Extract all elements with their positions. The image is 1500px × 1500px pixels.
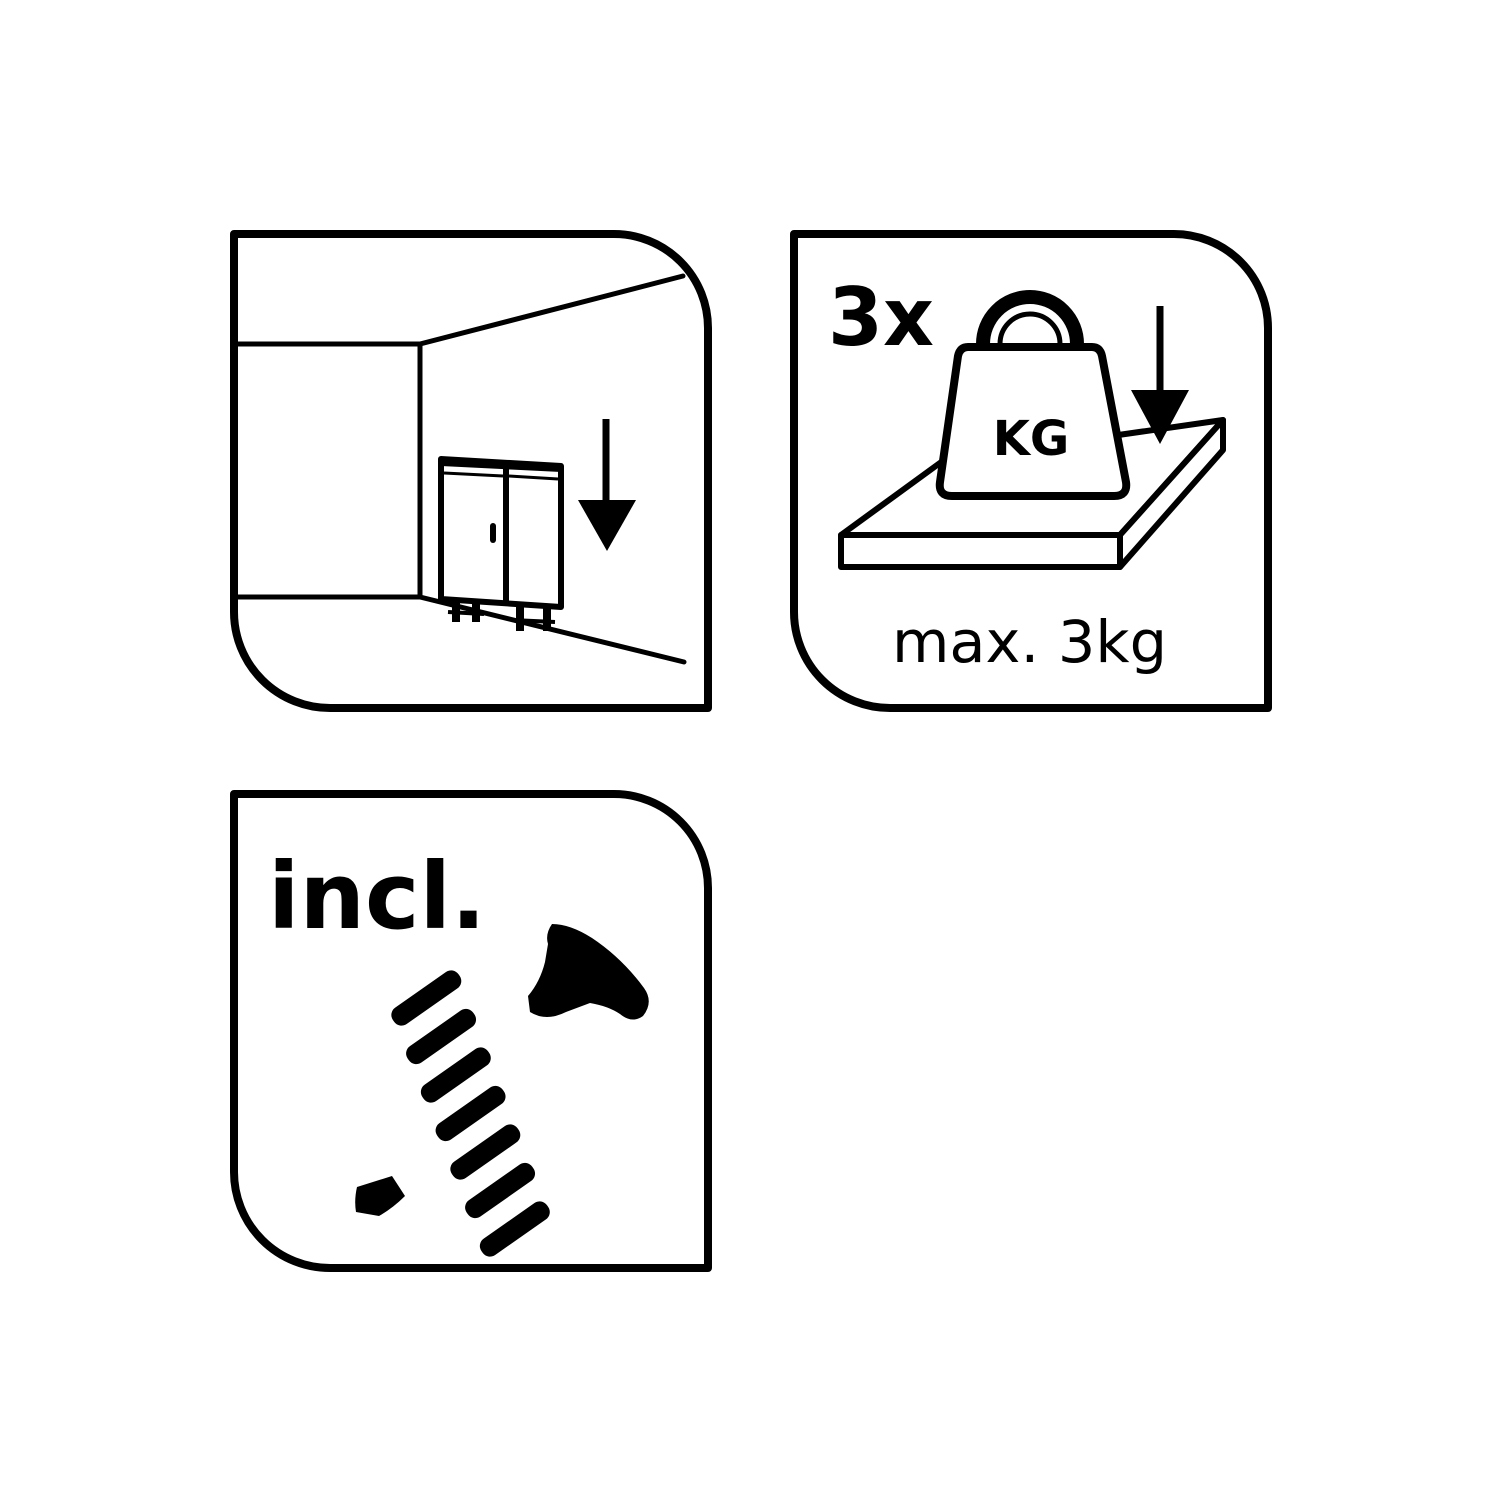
down-arrow-icon (1131, 306, 1189, 444)
down-arrow-icon (578, 419, 636, 551)
included-label: incl. (268, 843, 486, 950)
max-load-label: max. 3kg (892, 608, 1167, 676)
weight-label: KG (993, 411, 1070, 467)
room-corner-icon (235, 273, 687, 665)
screw-icon (355, 924, 649, 1257)
floor-placement-tile (230, 230, 712, 712)
weight-icon: KG (935, 290, 1131, 500)
tile-frame (230, 230, 712, 712)
load-capacity-tile: 3x KG max. 3kg (790, 230, 1272, 712)
screws-included-tile: incl. (230, 790, 712, 1272)
tile-frame (790, 230, 1272, 712)
count-label: 3x (828, 271, 934, 364)
tile-frame (230, 790, 712, 1272)
floor-cabinet-icon (438, 456, 564, 631)
